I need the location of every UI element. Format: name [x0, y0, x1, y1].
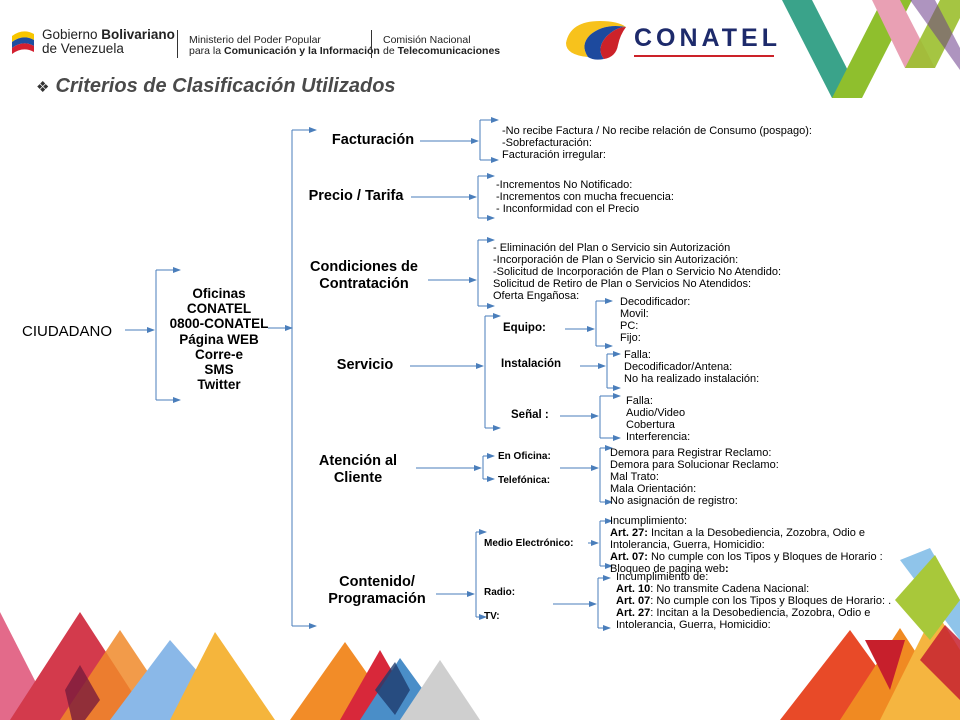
sub-equipo: Equipo:: [503, 322, 546, 334]
node-ciudadano: CIUDADANO: [22, 323, 112, 340]
sub-radio: Radio:: [484, 587, 515, 598]
sub-medio-electronico: Medio Electrónico:: [484, 538, 573, 549]
channel-item: Corre-e: [158, 347, 280, 362]
radiotv-items: Incumplimiento de: Art. 10: No transmite…: [616, 571, 891, 631]
detail-item: -Sobrefacturación:: [502, 137, 812, 149]
detail-item: Demora para Registrar Reclamo:: [610, 447, 779, 459]
detail-item: : No cumple con los Tipos y Bloques de H…: [650, 595, 891, 607]
detail-item: Decodificador/Antena:: [624, 361, 759, 373]
detail-article: Art. 10: [616, 583, 650, 595]
equipo-items: Decodificador: Movil: PC: Fijo:: [620, 296, 690, 344]
detail-item: Intolerancia, Guerra, Homicidio:: [610, 539, 883, 551]
detail-item: Interferencia:: [626, 431, 690, 443]
category-servicio: Servicio: [322, 357, 408, 374]
detail-article: Art. 07:: [610, 551, 648, 563]
detail-item: -Incorporación de Plan o Servicio sin Au…: [493, 254, 781, 266]
detail-item: -Incrementos con mucha frecuencia:: [496, 191, 674, 203]
detail-item: Solicitud de Retiro de Plan o Servicios …: [493, 278, 781, 290]
detail-item: Mal Trato:: [610, 471, 779, 483]
atencion-items: Demora para Registrar Reclamo: Demora pa…: [610, 447, 779, 507]
detail-item: -No recibe Factura / No recibe relación …: [502, 125, 812, 137]
detail-item: Demora para Solucionar Reclamo:: [610, 459, 779, 471]
facturacion-items: -No recibe Factura / No recibe relación …: [502, 125, 812, 161]
sub-telefonica: Telefónica:: [498, 475, 550, 486]
category-atencion-line2: Cliente: [304, 470, 412, 487]
detail-item: : Incitan a la Desobediencia, Zozobra, O…: [650, 607, 870, 619]
condiciones-items: - Eliminación del Plan o Servicio sin Au…: [493, 242, 781, 302]
detail-item: - Eliminación del Plan o Servicio sin Au…: [493, 242, 781, 254]
category-condiciones-line1: Condiciones de: [296, 259, 432, 276]
sub-senal: Señal :: [511, 409, 549, 421]
detail-item: Fijo:: [620, 332, 690, 344]
detail-item: Falla:: [626, 395, 690, 407]
detail-item: Facturación irregular:: [502, 149, 812, 161]
category-facturacion: Facturación: [318, 132, 428, 149]
detail-item: No asignación de registro:: [610, 495, 779, 507]
senal-items: Falla: Audio/Video Cobertura Interferenc…: [626, 395, 690, 443]
detail-item: Incumplimiento de:: [616, 571, 891, 583]
detail-item: PC:: [620, 320, 690, 332]
detail-article: Art. 27:: [610, 527, 648, 539]
category-contenido: Contenido/ Programación: [316, 574, 438, 608]
detail-item: Movil:: [620, 308, 690, 320]
category-contenido-line1: Contenido/: [316, 574, 438, 591]
node-channels: Oficinas CONATEL 0800-CONATEL Página WEB…: [158, 286, 280, 392]
detail-item: : No transmite Cadena Nacional:: [650, 583, 809, 595]
detail-item: No ha realizado instalación:: [624, 373, 759, 385]
precio-items: -Incrementos No Notificado: -Incrementos…: [496, 179, 674, 215]
channel-item: Página WEB: [158, 332, 280, 347]
sub-tv: TV:: [484, 611, 500, 622]
medio-items: Incumplimiento: Art. 27: Incitan a la De…: [610, 515, 883, 575]
sub-instalacion: Instalación: [501, 358, 561, 370]
detail-item: No cumple con los Tipos y Bloques de Hor…: [648, 551, 883, 563]
detail-item: Mala Orientación:: [610, 483, 779, 495]
detail-article: Art. 07: [616, 595, 650, 607]
category-atencion-line1: Atención al: [304, 453, 412, 470]
category-condiciones: Condiciones de Contratación: [296, 259, 432, 293]
detail-article: Art. 27: [616, 607, 650, 619]
detail-item: Incitan a la Desobediencia, Zozobra, Odi…: [648, 527, 865, 539]
detail-item: Decodificador:: [620, 296, 690, 308]
detail-item: Incumplimiento:: [610, 515, 883, 527]
channel-item: Oficinas: [158, 286, 280, 301]
category-contenido-line2: Programación: [316, 591, 438, 608]
detail-item: Cobertura: [626, 419, 690, 431]
channel-item: SMS: [158, 362, 280, 377]
detail-item: Intolerancia, Guerra, Homicidio:: [616, 619, 891, 631]
channel-item: CONATEL: [158, 301, 280, 316]
category-atencion: Atención al Cliente: [304, 453, 412, 487]
category-precio: Precio / Tarifa: [298, 188, 414, 205]
detail-item: -Incrementos No Notificado:: [496, 179, 674, 191]
detail-item: Audio/Video: [626, 407, 690, 419]
detail-item: Falla:: [624, 349, 759, 361]
channel-item: Twitter: [158, 377, 280, 392]
instalacion-items: Falla: Decodificador/Antena: No ha reali…: [624, 349, 759, 385]
category-condiciones-line2: Contratación: [296, 276, 432, 293]
detail-item: -Solicitud de Incorporación de Plan o Se…: [493, 266, 781, 278]
channel-item: 0800-CONATEL: [158, 316, 280, 331]
sub-en-oficina: En Oficina:: [498, 451, 551, 462]
detail-item: - Inconformidad con el Precio: [496, 203, 674, 215]
